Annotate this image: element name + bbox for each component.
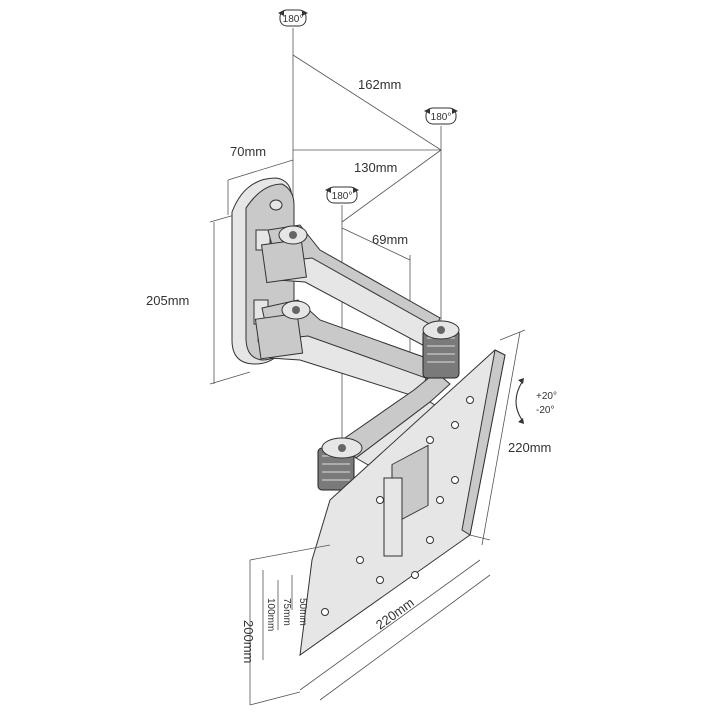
dimension-lines-top (227, 54, 442, 261)
rotate-arrow-icon (278, 10, 284, 16)
swing-arm-upper (260, 224, 441, 351)
dim-label-arm-offset: 69mm (372, 232, 408, 247)
dim-label-arm-mid: 130mm (354, 160, 397, 175)
dim-label-hole-100: 100mm (265, 598, 276, 631)
dim-label-wall-depth: 70mm (230, 144, 266, 159)
dim-label-plate-height: 220mm (508, 440, 551, 455)
rotation-label: 180° (431, 112, 452, 123)
tilt-up-label: +20° (536, 391, 557, 402)
rotation-badge-mid: 180° (325, 186, 359, 204)
rotation-badge-right: 180° (424, 107, 458, 125)
rotation-label: 180° (332, 191, 353, 202)
dim-label-wall-plate-height: 205mm (146, 293, 189, 308)
pivot-joint-wall (278, 225, 311, 320)
pivot-joint-head (317, 437, 363, 491)
dim-label-arm-long: 162mm (358, 77, 401, 92)
tilt-indicator: +20° -20° (515, 378, 557, 424)
pivot-joint-elbow (422, 320, 460, 379)
dim-label-hole-50: 50mm (297, 598, 308, 626)
rotation-label: 180° (283, 14, 304, 25)
tilt-down-label: -20° (536, 405, 554, 416)
dim-label-hole-200: 200mm (241, 620, 256, 663)
dimension-lines-plate-bottom (249, 544, 491, 706)
dim-label-plate-width: 220mm (373, 595, 417, 633)
tilt-arrow-icon (515, 381, 523, 421)
rotate-arrow-icon (325, 187, 331, 193)
dimension-lines-plate-right (469, 329, 526, 546)
rotate-arrow-icon (424, 108, 430, 114)
rotation-badge-top: 180° (278, 9, 308, 27)
dim-label-hole-75: 75mm (281, 598, 292, 626)
